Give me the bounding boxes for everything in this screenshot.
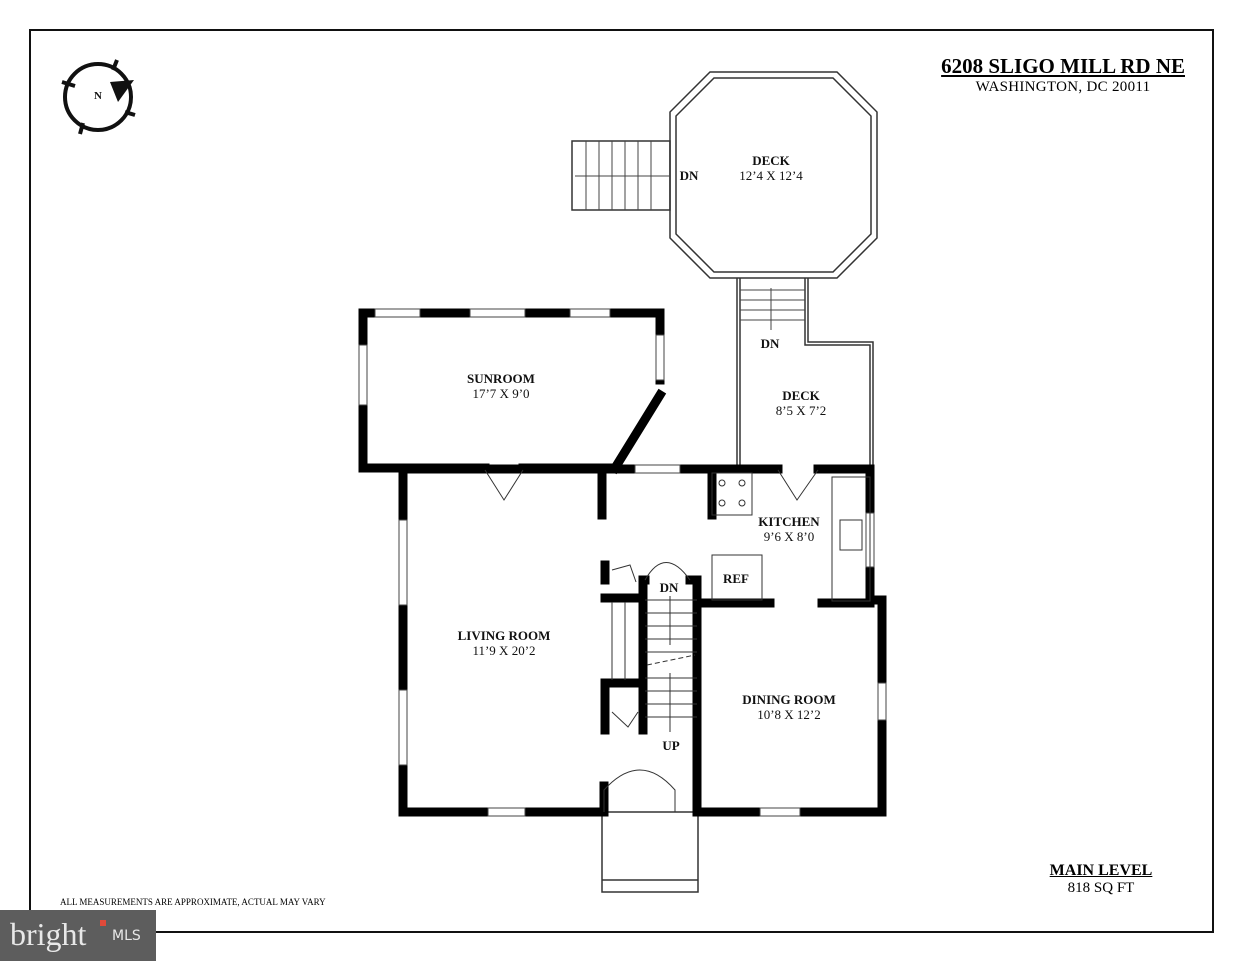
address: 6208 SLIGO MILL RD NE bbox=[941, 54, 1185, 78]
level-area: 818 SQ FT bbox=[1067, 880, 1135, 896]
stair-dn-label: DN bbox=[659, 580, 679, 595]
stair-up-label: UP bbox=[662, 738, 680, 753]
room-name: DECK bbox=[752, 153, 790, 168]
room-dims: 12’4 X 12’4 bbox=[739, 168, 803, 183]
compass-label: N bbox=[94, 90, 102, 102]
logo-accent bbox=[100, 920, 106, 926]
room-name: KITCHEN bbox=[758, 514, 820, 529]
stair-dn-label: DN bbox=[679, 168, 699, 183]
level-info: MAIN LEVEL 818 SQ FT bbox=[1040, 862, 1162, 897]
property-title: 6208 SLIGO MILL RD NE WASHINGTON, DC 200… bbox=[941, 54, 1185, 96]
frame-border bbox=[29, 29, 1214, 933]
room-name: DECK bbox=[782, 388, 820, 403]
main-stairs bbox=[645, 596, 697, 732]
refrigerator-label: REF bbox=[723, 571, 749, 586]
room-dims: 8’5 X 7’2 bbox=[775, 403, 827, 418]
room-dims: 17’7 X 9’0 bbox=[472, 386, 530, 401]
logo-text: bright bbox=[10, 916, 87, 952]
room-name: DINING ROOM bbox=[742, 692, 836, 707]
compass-north-icon bbox=[61, 59, 136, 135]
decks bbox=[571, 71, 878, 893]
doors bbox=[484, 469, 871, 812]
bright-mls-logo: bright MLS bbox=[0, 910, 156, 961]
windows bbox=[358, 308, 887, 817]
room-dims: 9’6 X 8’0 bbox=[763, 529, 815, 544]
city: WASHINGTON, DC 20011 bbox=[975, 79, 1151, 95]
deck-stairs bbox=[575, 141, 805, 330]
room-dims: 11’9 X 20’2 bbox=[472, 643, 536, 658]
stair-dn-label: DN bbox=[760, 336, 780, 351]
room-dims: 10’8 X 12’2 bbox=[757, 707, 821, 722]
logo-suffix: MLS bbox=[112, 928, 141, 944]
level-name: MAIN LEVEL bbox=[1049, 862, 1153, 879]
room-name: SUNROOM bbox=[467, 371, 535, 386]
disclaimer: ALL MEASUREMENTS ARE APPROXIMATE, ACTUAL… bbox=[60, 897, 326, 907]
room-name: LIVING ROOM bbox=[457, 628, 551, 643]
